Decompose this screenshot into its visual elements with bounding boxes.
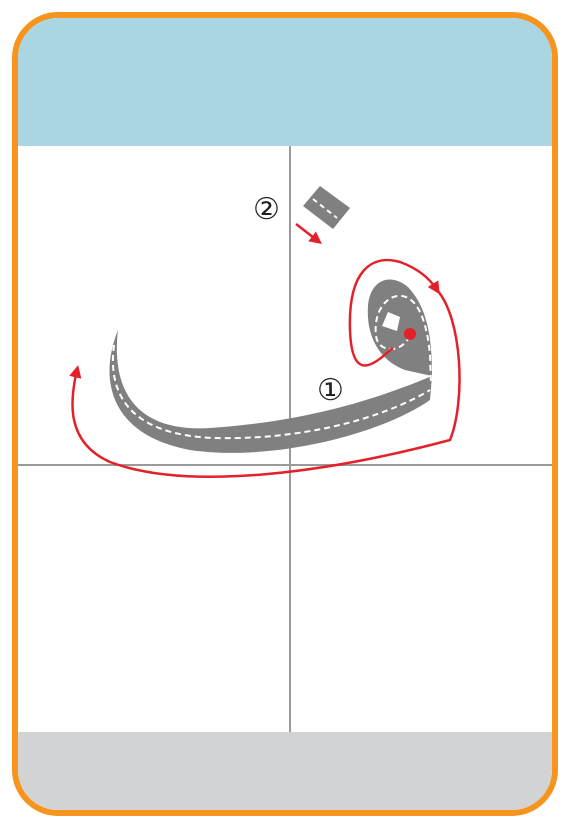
- start-point-dot: [404, 328, 416, 340]
- step-number-1: ①: [317, 373, 344, 408]
- dot-direction-arrow: [296, 224, 318, 241]
- step-number-2: ②: [253, 192, 280, 227]
- dot-stroke: [303, 186, 350, 229]
